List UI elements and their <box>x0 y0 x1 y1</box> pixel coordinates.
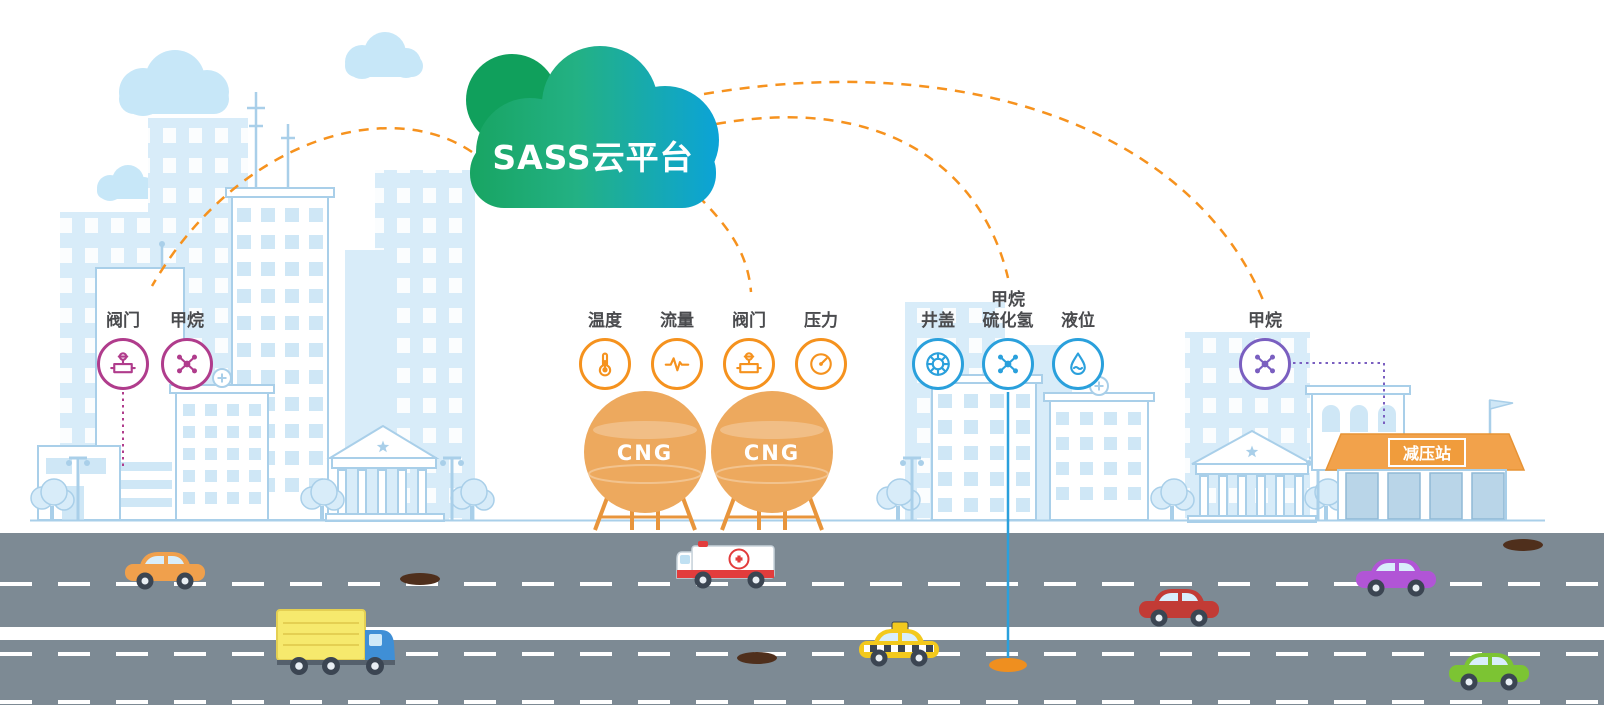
decor-cloud <box>119 50 229 116</box>
taxi <box>859 621 939 667</box>
sensor-label: 甲烷 <box>170 310 204 331</box>
sensor-label-line2: 硫化氢 <box>982 310 1034 331</box>
gas-molecule-icon <box>982 338 1034 390</box>
sensor-manhole-cover: 井盖 <box>903 289 973 390</box>
sensor-group-manhole: 井盖 甲烷 硫化氢 液位 <box>903 289 1113 390</box>
station-sensor-link-line <box>1293 362 1385 426</box>
valve-icon <box>97 338 149 390</box>
flow-icon <box>651 338 703 390</box>
road <box>0 533 1604 705</box>
sensor-label: 阀门 <box>106 310 140 331</box>
sensor-group-station: 甲烷 <box>1230 289 1300 390</box>
cloud-platform-title: SASS云平台 <box>492 138 694 177</box>
sensor-label: 甲烷 硫化氢 <box>983 289 1034 331</box>
station-door <box>1387 472 1421 520</box>
truck-yellow <box>276 609 395 675</box>
sensor-label: 液位 <box>1061 310 1095 331</box>
ambulance <box>676 541 775 589</box>
cng-tank <box>584 391 706 513</box>
cng-tank-label: CNG <box>617 441 673 465</box>
pressure-reduction-station: 减压站 <box>1305 385 1526 521</box>
methane-icon <box>161 338 213 390</box>
car-red <box>1139 589 1219 627</box>
station-door <box>1471 472 1505 520</box>
manhole-icon <box>912 338 964 390</box>
methane-icon <box>1239 338 1291 390</box>
sensor-methane: 甲烷 <box>1230 289 1300 390</box>
decor-cloud <box>345 32 423 79</box>
sensor-methane: 甲烷 <box>155 289 219 390</box>
station-sign <box>1388 438 1466 467</box>
sensor-liquid-level: 液位 <box>1043 289 1113 390</box>
sensor-group-cng: 温度 流量 阀门 压力 <box>569 289 857 390</box>
manhole-cover <box>737 652 777 664</box>
sensor-label: 流量 <box>660 310 694 331</box>
flag-icon <box>1489 399 1514 410</box>
monitored-manhole <box>989 658 1027 672</box>
sensor-pressure: 压力 <box>785 289 857 390</box>
sensor-label: 甲烷 <box>1248 310 1282 331</box>
valve-icon <box>723 338 775 390</box>
car-green <box>1449 653 1529 691</box>
sensor-label: 温度 <box>588 310 622 331</box>
car-orange <box>125 552 205 590</box>
pressure-icon <box>795 338 847 390</box>
temperature-icon <box>579 338 631 390</box>
station-sign-label: 减压站 <box>1403 444 1451 463</box>
cloud-connection-lines <box>150 80 1265 301</box>
manhole-cover <box>1503 539 1543 551</box>
station-door <box>1429 472 1463 520</box>
manhole-cover <box>400 573 440 585</box>
sensor-valve: 阀门 <box>91 289 155 390</box>
sensor-flow: 流量 <box>641 289 713 390</box>
station-door <box>1345 472 1379 520</box>
sensor-gas: 甲烷 硫化氢 <box>973 289 1043 390</box>
cng-tank <box>711 391 833 513</box>
sensor-label: 井盖 <box>921 310 955 331</box>
cloud-platform <box>466 46 719 208</box>
sensor-valve: 阀门 <box>713 289 785 390</box>
sensor-temperature: 温度 <box>569 289 641 390</box>
sensor-label: 阀门 <box>732 310 766 331</box>
sensor-label: 压力 <box>804 310 838 331</box>
liquid-level-icon <box>1052 338 1104 390</box>
cng-tanks: CNG CNG <box>584 391 833 531</box>
sensor-label-line1: 甲烷 <box>991 290 1025 311</box>
car-purple <box>1356 559 1436 597</box>
cng-tank-label: CNG <box>744 441 800 465</box>
sensor-group-city: 阀门 甲烷 <box>91 289 219 390</box>
